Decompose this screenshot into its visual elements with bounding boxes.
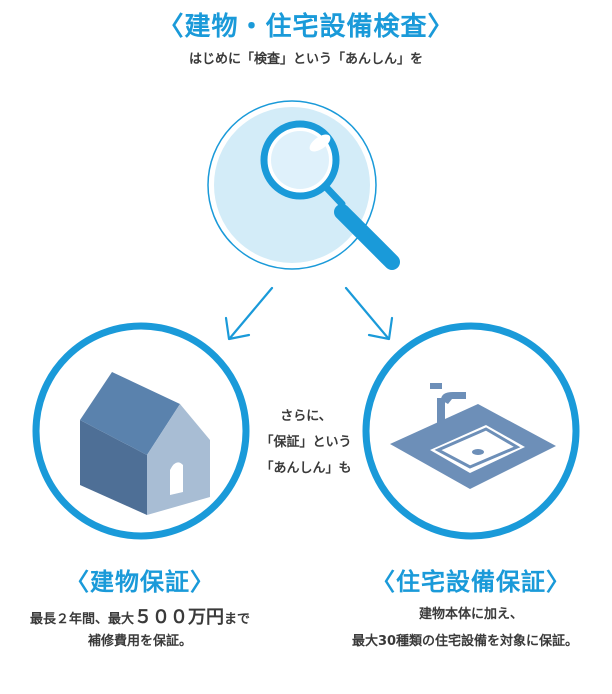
middle-note-line3: 「あんしん」も [260,461,352,476]
page-subtitle: はじめに「検査」という「あんしん」を [188,52,423,67]
right-section-desc-line2: 最大30種類の住宅設備を対象に保証。 [351,634,579,649]
left-desc-amount: ５００万円 [134,607,224,628]
page-title: 〈建物・住宅設備検査〉 [157,12,455,42]
middle-note: さらに、 「保証」という 「あんしん」も [250,404,362,482]
middle-note-line2: 「保証」という [260,435,352,450]
left-section-desc-line1: 最長２年間、最大５００万円まで [0,603,280,629]
left-desc-prefix: 最長２年間、最大 [29,612,134,627]
house-icon [80,372,210,515]
arrow-down-right-icon [344,286,394,341]
middle-note-line1: さらに、 [280,409,332,424]
left-section-title: 〈建物保証〉 [65,568,215,596]
left-section-desc-line2: 補修費用を保証。 [87,634,192,649]
sink-icon [390,383,556,489]
right-section-desc-line1: 建物本体に加え、 [418,607,523,622]
left-desc-suffix: まで [224,612,251,627]
arrow-down-left-icon [224,286,274,341]
right-section-title: 〈住宅設備保証〉 [371,568,571,596]
magnifying-glass-icon [207,100,400,270]
